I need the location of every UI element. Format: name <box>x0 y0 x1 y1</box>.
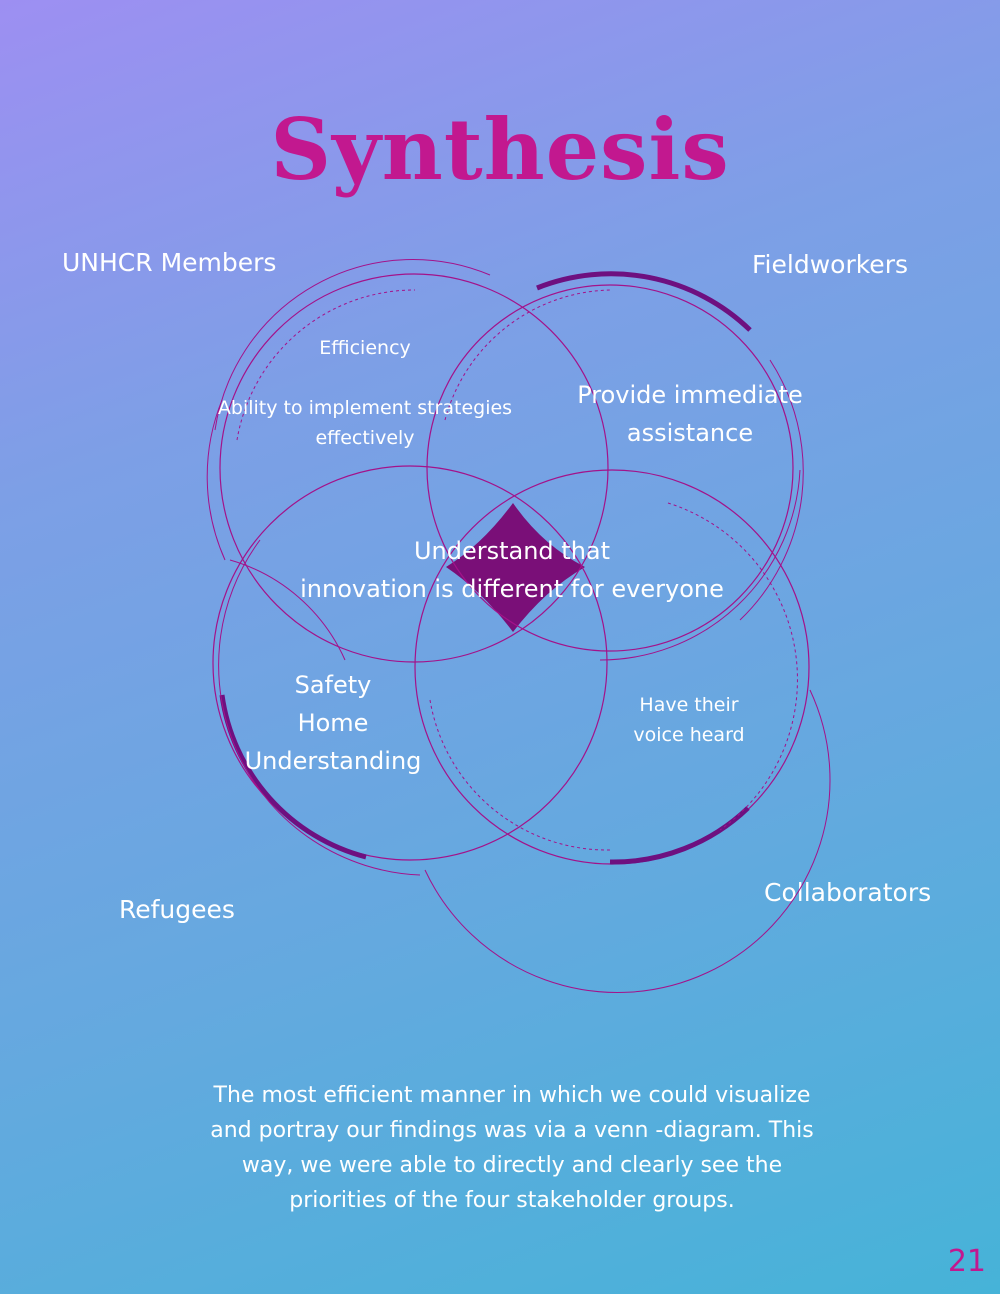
collaborator-priority-line2: voice heard <box>633 724 745 746</box>
refugee-priority-understanding: Understanding <box>244 747 422 775</box>
group-label-unhcr: UNHCR Members <box>62 248 277 277</box>
venn-diagram <box>206 259 831 993</box>
page-number: 21 <box>947 1244 986 1279</box>
refugee-priority-safety: Safety <box>294 671 372 699</box>
shared-priority-line1: Understand that <box>413 537 611 565</box>
circle-collaborators <box>414 469 831 993</box>
shared-priority-line2: innovation is different for everyone <box>300 575 724 603</box>
circle-refugees <box>212 465 608 876</box>
unhcr-priority-strategies-cont: effectively <box>315 427 415 449</box>
circle-unhcr <box>206 259 609 663</box>
collaborator-priority-line1: Have their <box>639 694 739 716</box>
collaborator-priorities: Have their voice heard <box>608 690 770 750</box>
description-paragraph: The most efficient manner in which we co… <box>210 1083 814 1213</box>
refugee-priority-home: Home <box>297 709 369 737</box>
center-intersection <box>446 503 585 632</box>
fieldworker-priority-line1: Provide immediate <box>577 381 803 409</box>
group-label-refugees: Refugees <box>119 895 235 924</box>
group-label-fieldworkers: Fieldworkers <box>752 250 908 279</box>
refugee-priorities: Safety Home Understanding <box>222 666 444 780</box>
fieldworker-priorities: Provide immediate assistance <box>550 376 830 452</box>
shared-priority: Understand that innovation is different … <box>262 532 762 608</box>
circle-fieldworkers <box>426 271 804 661</box>
fieldworker-priority-line2: assistance <box>626 419 754 447</box>
unhcr-priority-efficiency: Efficiency <box>319 337 411 359</box>
unhcr-priority-strategies: Ability to implement strategies <box>217 397 513 419</box>
page-title: Synthesis <box>270 100 730 199</box>
unhcr-priorities: Efficiency Ability to implement strategi… <box>200 333 530 453</box>
